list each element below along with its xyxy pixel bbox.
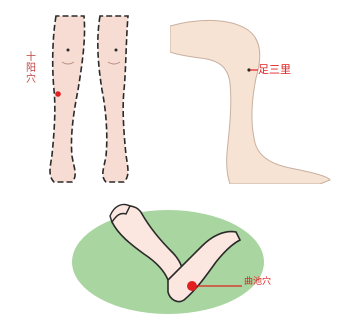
mark-dot [115, 49, 118, 52]
elbow-illustration [60, 200, 292, 318]
acupoint-dot [187, 281, 197, 291]
knee-illustration-panel [170, 8, 333, 184]
zusanli-label: 足三里 [258, 64, 291, 75]
acupoint-dot [55, 91, 61, 97]
legs-illustration-panel [8, 10, 166, 186]
right-leg-shape [98, 16, 128, 182]
legs-illustration [8, 10, 166, 186]
left-leg-shape [50, 16, 85, 182]
knee-shape [170, 20, 330, 184]
quchi-label: 曲池穴 [244, 278, 271, 287]
knee-illustration [170, 8, 333, 184]
yangmai-label: 十阳穴 [25, 52, 37, 85]
elbow-illustration-panel [60, 200, 292, 318]
mark-dot [67, 49, 70, 52]
